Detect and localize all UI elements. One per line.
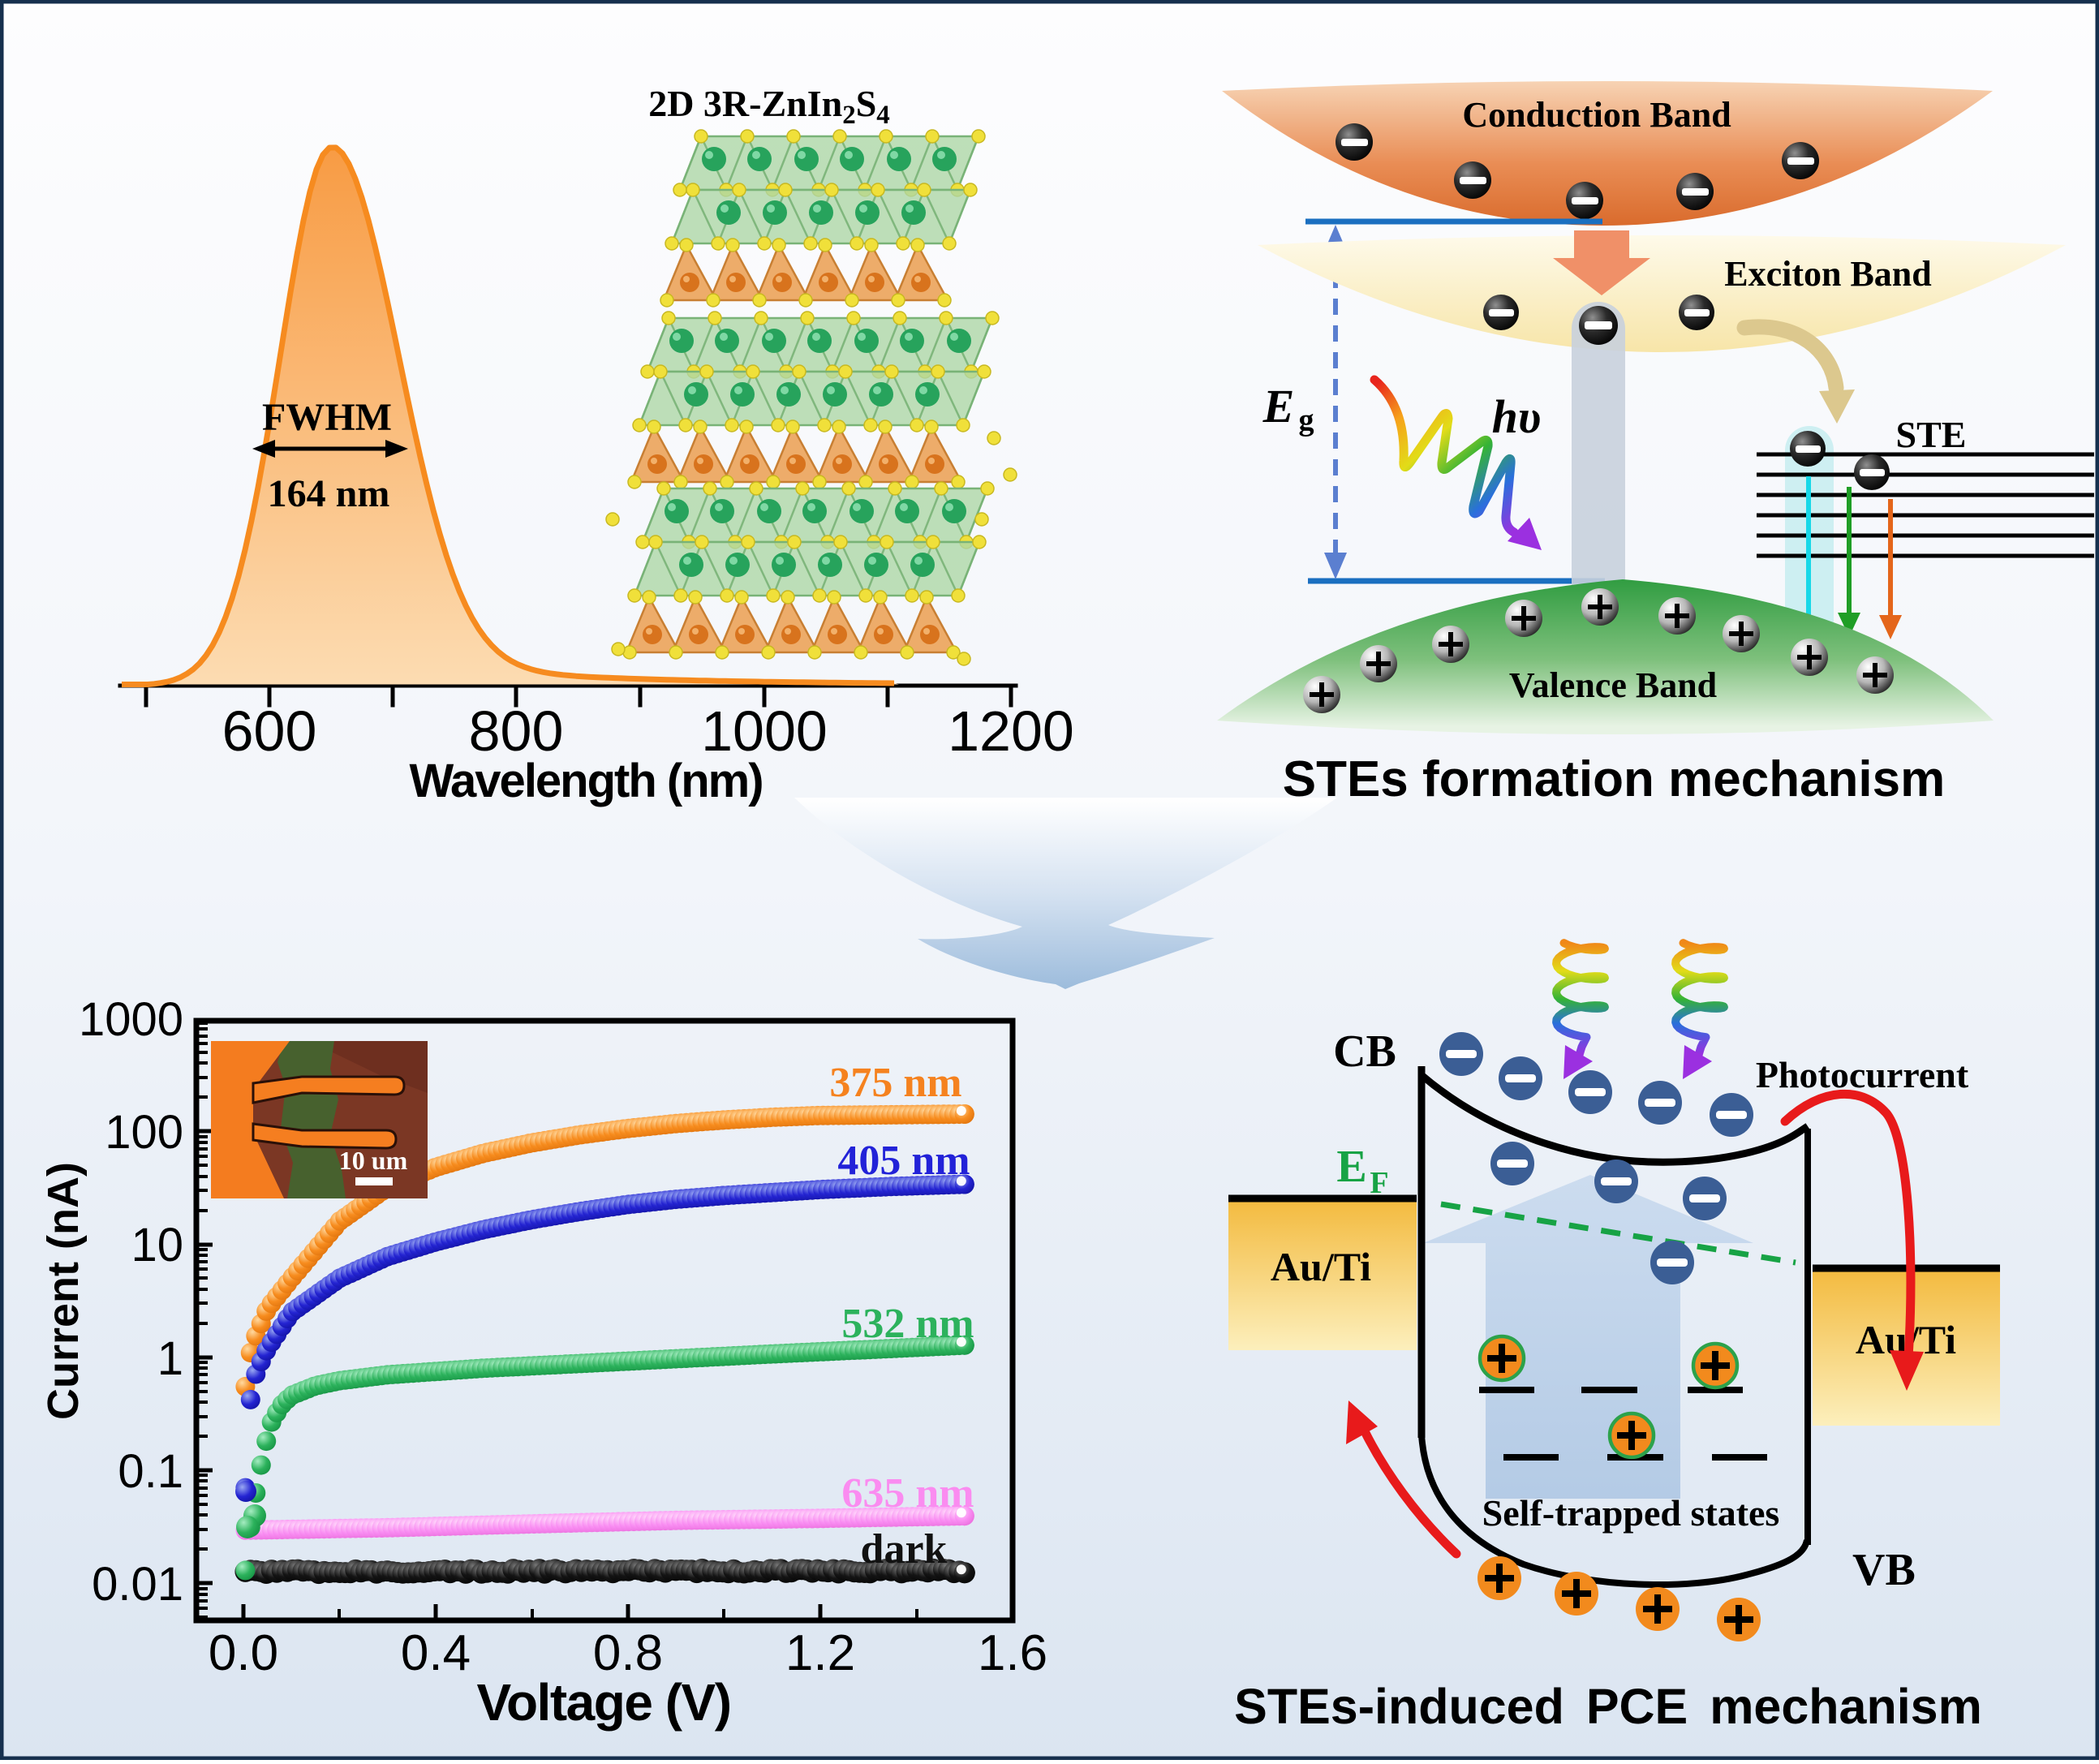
svg-text:E: E bbox=[1336, 1142, 1366, 1192]
svg-text:1: 1 bbox=[157, 1332, 183, 1385]
svg-text:hυ: hυ bbox=[1492, 390, 1542, 443]
svg-text:0.0: 0.0 bbox=[209, 1625, 278, 1681]
svg-text:Self-trapped states: Self-trapped states bbox=[1482, 1492, 1780, 1534]
svg-text:164 nm: 164 nm bbox=[268, 472, 390, 515]
svg-text:10 um: 10 um bbox=[339, 1146, 408, 1175]
svg-text:Conduction Band: Conduction Band bbox=[1462, 95, 1731, 135]
svg-text:0.8: 0.8 bbox=[593, 1625, 663, 1681]
svg-text:600: 600 bbox=[222, 699, 317, 763]
svg-text:Wavelength (nm): Wavelength (nm) bbox=[409, 755, 762, 807]
svg-text:dark: dark bbox=[861, 1526, 948, 1573]
svg-text:532 nm: 532 nm bbox=[841, 1301, 974, 1347]
svg-text:405 nm: 405 nm bbox=[837, 1138, 970, 1184]
svg-text:1000: 1000 bbox=[701, 699, 828, 763]
svg-text:STE: STE bbox=[1896, 414, 1967, 455]
svg-text:1200: 1200 bbox=[948, 699, 1074, 763]
svg-text:Exciton Band: Exciton Band bbox=[1724, 254, 1932, 294]
svg-text:635 nm: 635 nm bbox=[841, 1470, 974, 1517]
svg-text:2D 3R-ZnIn2S4: 2D 3R-ZnIn2S4 bbox=[648, 83, 890, 130]
svg-text:100: 100 bbox=[105, 1106, 183, 1159]
svg-text:0.01: 0.01 bbox=[92, 1558, 183, 1611]
svg-text:F: F bbox=[1370, 1166, 1388, 1200]
svg-text:1.6: 1.6 bbox=[978, 1625, 1047, 1681]
svg-text:VB: VB bbox=[1852, 1545, 1916, 1595]
svg-text:10: 10 bbox=[131, 1219, 183, 1271]
svg-text:Au/Ti: Au/Ti bbox=[1271, 1244, 1371, 1289]
svg-text:1.2: 1.2 bbox=[785, 1625, 855, 1681]
svg-text:Current (nA): Current (nA) bbox=[39, 1162, 88, 1420]
svg-text:FWHM: FWHM bbox=[262, 396, 392, 439]
svg-text:Voltage (V): Voltage (V) bbox=[477, 1673, 731, 1732]
svg-text:0.1: 0.1 bbox=[118, 1445, 183, 1498]
svg-text:CB: CB bbox=[1333, 1026, 1396, 1077]
svg-text:Photocurrent: Photocurrent bbox=[1756, 1054, 1969, 1095]
svg-text:STEs-induced PCE mechanism: STEs-induced PCE mechanism bbox=[1234, 1679, 1982, 1734]
svg-text:E: E bbox=[1262, 380, 1295, 432]
svg-text:Valence Band: Valence Band bbox=[1509, 665, 1717, 705]
svg-text:STEs formation mechanism: STEs formation mechanism bbox=[1283, 751, 1946, 807]
svg-text:800: 800 bbox=[469, 699, 564, 763]
svg-text:g: g bbox=[1299, 403, 1314, 437]
svg-text:375 nm: 375 nm bbox=[829, 1060, 961, 1106]
svg-text:1000: 1000 bbox=[79, 993, 183, 1046]
svg-text:0.4: 0.4 bbox=[401, 1625, 471, 1681]
